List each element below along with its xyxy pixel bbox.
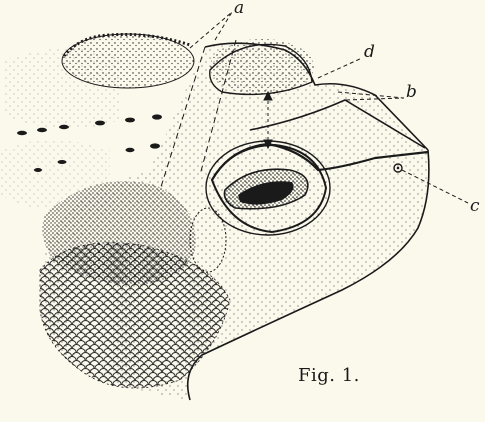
figure-caption: Fig. 1.: [298, 365, 360, 386]
eye: [206, 141, 330, 235]
label-c: c: [470, 198, 480, 215]
supraorbital-dome-d: [210, 39, 314, 95]
label-b: b: [406, 84, 417, 101]
label-d: d: [364, 44, 375, 61]
label-a: a: [234, 0, 244, 17]
upper-crest-a: [62, 34, 194, 88]
